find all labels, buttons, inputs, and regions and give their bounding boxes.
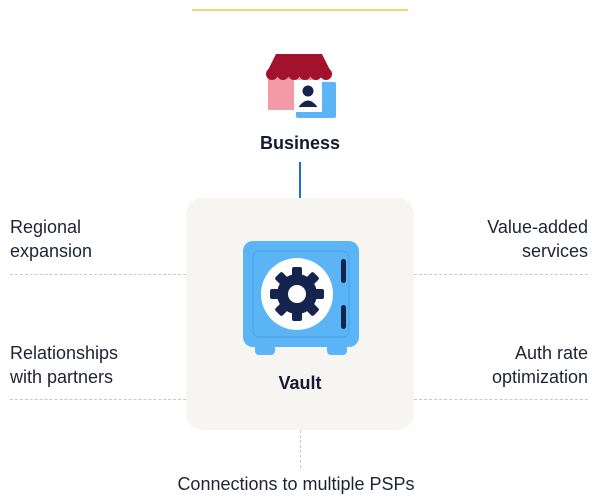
left-item-line: Relationships bbox=[10, 343, 119, 363]
right-item-line: Auth rate bbox=[514, 343, 588, 363]
right-divider-1 bbox=[414, 274, 588, 275]
left-item-relationships: Relationships with partners bbox=[10, 341, 180, 389]
right-item-value-added-services: Value-added services bbox=[414, 215, 588, 263]
right-item-line: optimization bbox=[491, 367, 588, 387]
left-item-regional-expansion: Regional expansion bbox=[10, 215, 180, 263]
right-item-auth-rate: Auth rate optimization bbox=[414, 341, 588, 389]
business-label: Business bbox=[259, 133, 341, 153]
bottom-connector bbox=[300, 430, 301, 468]
left-divider-2 bbox=[10, 399, 186, 400]
right-item-line: services bbox=[521, 241, 588, 261]
bottom-item-label: Connections to multiple PSPs bbox=[177, 474, 415, 494]
left-divider-1 bbox=[10, 274, 186, 275]
vault-safe-icon bbox=[243, 241, 359, 355]
left-item-line: with partners bbox=[10, 367, 114, 387]
top-rule bbox=[192, 9, 408, 11]
vault-label: Vault bbox=[278, 373, 322, 393]
right-item-line: Value-added bbox=[487, 217, 588, 237]
left-item-line: Regional bbox=[10, 217, 82, 237]
storefront-icon bbox=[266, 54, 336, 118]
left-item-line: expansion bbox=[10, 241, 93, 261]
right-divider-2 bbox=[414, 399, 588, 400]
